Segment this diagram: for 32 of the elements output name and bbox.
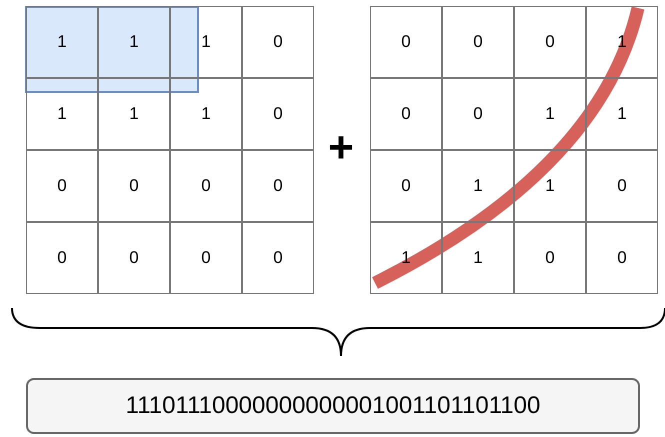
grid-cell: 0 — [370, 6, 442, 78]
grid-cell: 1 — [442, 222, 514, 294]
grid-cell: 0 — [98, 222, 170, 294]
grid-cell: 1 — [170, 78, 242, 150]
grid-cell: 0 — [514, 6, 586, 78]
result-box: 11101110000000000001001101101100 — [26, 378, 640, 434]
grid-cell: 0 — [586, 222, 658, 294]
grid-cell: 0 — [26, 222, 98, 294]
grid-cell: 0 — [370, 78, 442, 150]
grid-cell: 0 — [514, 222, 586, 294]
grid-cell: 1 — [514, 150, 586, 222]
grid-cell: 0 — [586, 150, 658, 222]
grid-cell: 1 — [26, 78, 98, 150]
grid-cell: 0 — [26, 150, 98, 222]
grid-cell: 0 — [242, 78, 314, 150]
grid-cell: 1 — [98, 6, 170, 78]
grid-cell: 1 — [442, 150, 514, 222]
grid-cell: 1 — [26, 6, 98, 78]
grid-cell: 0 — [442, 78, 514, 150]
grid-cell: 0 — [442, 6, 514, 78]
plus-sign: + — [327, 122, 355, 174]
grid-cell: 1 — [514, 78, 586, 150]
grid-cell: 1 — [170, 6, 242, 78]
grid-cell: 0 — [170, 222, 242, 294]
grid-cell: 0 — [98, 150, 170, 222]
grid-cell: 0 — [170, 150, 242, 222]
grid-cell: 1 — [586, 78, 658, 150]
grid-cell: 0 — [242, 222, 314, 294]
grid-cell: 0 — [370, 150, 442, 222]
grid-cell: 0 — [242, 6, 314, 78]
grid-cell: 0 — [242, 150, 314, 222]
grid-cell: 1 — [98, 78, 170, 150]
